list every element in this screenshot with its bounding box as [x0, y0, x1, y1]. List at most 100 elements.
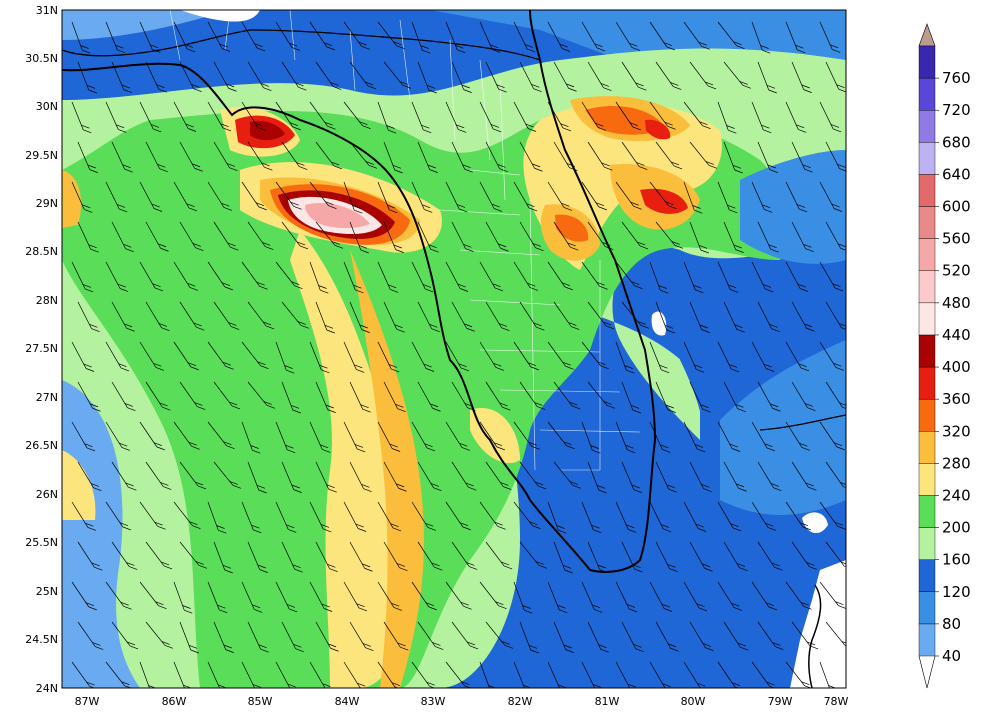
wind-barb: [655, 61, 682, 90]
wind-barb: [445, 21, 466, 54]
lon-label: 83W: [421, 695, 446, 708]
colorbar-swatch: [918, 302, 936, 336]
wind-barb: [77, 621, 104, 650]
wind-barb: [247, 61, 272, 92]
wind-barb: [213, 541, 233, 574]
wind-barb: [513, 21, 536, 53]
colorbar-label: 760: [942, 69, 971, 87]
wind-barb: [411, 661, 436, 688]
lon-label: 86W: [162, 695, 187, 708]
wind-barb: [445, 661, 472, 688]
wind-barb: [519, 541, 548, 569]
wind-barb: [615, 421, 636, 454]
wind-barb: [513, 501, 541, 529]
colorbar-label: 80: [942, 615, 961, 633]
wind-barb: [145, 461, 172, 490]
wind-barb: [145, 221, 169, 252]
wind-barb: [547, 501, 567, 534]
wind-barb: [207, 261, 233, 291]
wind-barb: [683, 501, 707, 532]
colorbar-label: 280: [942, 454, 971, 472]
wind-barb: [417, 301, 440, 333]
colorbar-label: 600: [942, 198, 971, 216]
wind-barb: [621, 541, 643, 573]
wind-barb: [241, 101, 267, 131]
wind-barb: [825, 461, 846, 488]
wind-barb: [343, 261, 364, 294]
wind-barb: [485, 461, 512, 490]
wind-barb: [485, 621, 514, 649]
wind-barb: [179, 541, 208, 569]
wind-barb: [683, 181, 703, 214]
wind-barb: [615, 661, 636, 688]
wind-barb: [553, 461, 582, 489]
wind-barb: [581, 261, 608, 290]
wind-barb: [207, 341, 234, 370]
wind-barb: [343, 581, 368, 612]
wind-barb: [349, 621, 374, 652]
wind-barb: [751, 661, 776, 688]
wind-barb: [417, 461, 442, 492]
wind-barb: [383, 381, 406, 413]
wind-barb: [723, 301, 745, 333]
wind-barb: [105, 341, 130, 372]
wind-barb: [139, 21, 161, 53]
wind-barb: [683, 421, 706, 453]
wind-barb: [717, 21, 745, 49]
wind-barb: [309, 21, 335, 51]
wind-barb: [655, 221, 684, 249]
wind-barb: [785, 581, 812, 610]
wind-barb: [417, 541, 443, 571]
wind-barb: [553, 221, 579, 251]
wind-barb: [111, 461, 137, 491]
wind-barb: [281, 61, 307, 91]
wind-barb: [547, 261, 573, 291]
precipitable-water-field: [62, 10, 846, 688]
wind-barb: [519, 301, 545, 331]
wind-barb: [383, 221, 404, 253]
wind-barb: [451, 221, 474, 253]
wind-barb: [241, 661, 262, 688]
wind-barb: [349, 301, 370, 333]
wind-barb: [785, 101, 807, 133]
colorbar-swatch: [918, 77, 936, 111]
colorbar-swatch: [918, 45, 936, 79]
wind-barb: [581, 421, 601, 454]
lon-label: 79W: [768, 695, 793, 708]
wind-barb: [621, 141, 648, 170]
wind-barb: [757, 221, 779, 253]
wind-barb: [819, 501, 846, 530]
wind-barb: [383, 621, 409, 651]
wind-barb: [553, 141, 578, 172]
lat-label: 31N: [36, 4, 58, 17]
wind-barb: [139, 341, 165, 371]
wind-barb: [581, 101, 607, 131]
wind-barb: [315, 141, 343, 170]
wind-barb: [377, 181, 398, 214]
wind-barb: [275, 661, 296, 688]
wind-barb: [207, 581, 228, 614]
wind-barb: [451, 621, 479, 650]
lat-label: 26N: [36, 488, 58, 501]
wind-barb: [377, 101, 397, 134]
wind-barb: [723, 461, 747, 492]
wind-barb: [587, 381, 616, 409]
lon-label: 81W: [595, 695, 620, 708]
wind-barb: [825, 541, 846, 568]
wind-barb: [417, 381, 441, 412]
wind-barb: [417, 61, 437, 94]
wind-barb: [173, 661, 192, 688]
wind-barb: [173, 101, 197, 132]
wind-barb: [173, 581, 193, 614]
wind-barb: [417, 221, 439, 253]
wind-barb: [111, 221, 134, 253]
wind-barb: [587, 141, 613, 171]
wind-barb: [717, 421, 741, 452]
wind-barb: [275, 341, 295, 374]
wind-barb: [689, 461, 712, 493]
colorbar-label: 160: [942, 551, 971, 569]
wind-barb: [547, 341, 574, 370]
wind-barb: [139, 581, 167, 609]
wind-barb: [71, 661, 96, 688]
